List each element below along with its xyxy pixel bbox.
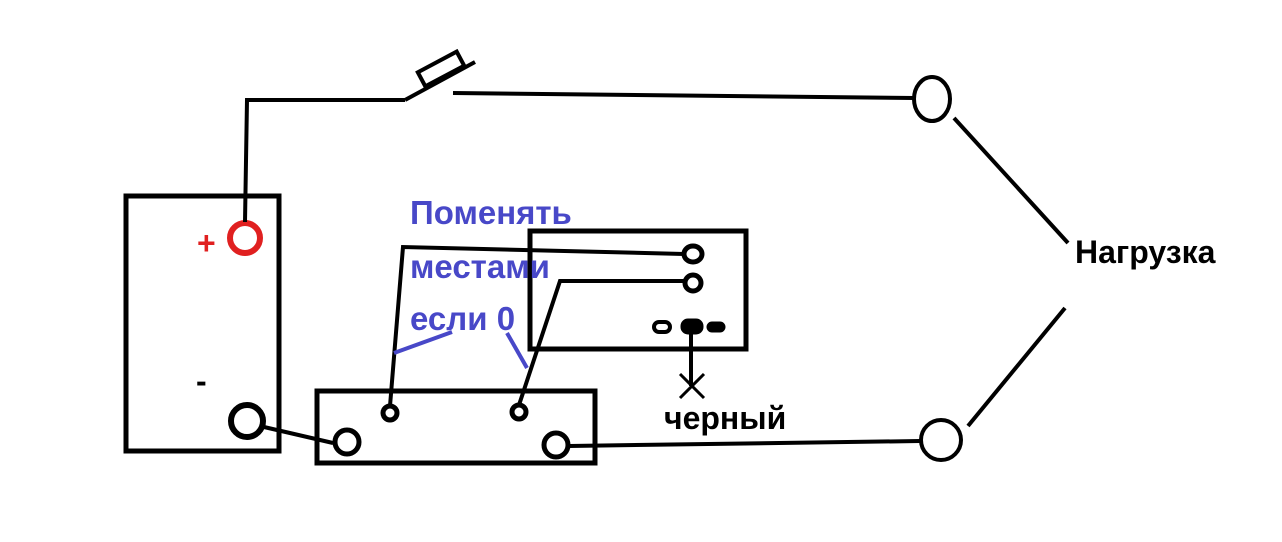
signal-wire-2: [517, 279, 685, 406]
wire-positive-to-switch: [243, 98, 405, 223]
upper-module-pad-right: [706, 321, 726, 333]
cut-mark-b: [678, 372, 706, 400]
upper-module-terminal-1: [681, 243, 705, 265]
lower-module-pin-1: [380, 403, 400, 423]
upper-module-pad-center: [680, 318, 704, 335]
load-terminal-bottom: [919, 418, 963, 462]
black-wire-label: черный: [664, 400, 786, 436]
load-line-top: [952, 116, 1070, 245]
load-label: Нагрузка: [1075, 234, 1216, 270]
lower-module-body: [314, 388, 598, 466]
annotation-line-2: местами: [410, 248, 550, 285]
annotation-pointer-left: [393, 330, 453, 355]
load-terminal-top: [912, 75, 952, 123]
wire-switch-to-load-top: [452, 91, 915, 100]
upper-module-body: [527, 228, 749, 352]
lower-module-terminal-left: [332, 427, 362, 457]
upper-module-terminal-2: [682, 272, 704, 294]
wire-module-to-load-bottom: [568, 439, 921, 448]
load-line-bottom: [966, 306, 1067, 428]
plus-sign: +: [197, 225, 216, 261]
annotation-line-3: если 0: [410, 300, 515, 337]
lower-module-terminal-right: [541, 430, 571, 460]
battery-negative-terminal: [228, 402, 266, 440]
upper-module-pad-left: [652, 320, 672, 334]
lower-module-pin-2: [509, 402, 529, 422]
annotation-line-1: Поменять: [410, 194, 572, 231]
wire-negative-to-module: [263, 425, 334, 445]
minus-sign: -: [196, 363, 207, 399]
battery-positive-terminal: [227, 220, 263, 256]
annotation-pointer-right: [505, 332, 529, 369]
switch-cap: [415, 48, 467, 90]
battery-body: [123, 193, 282, 454]
